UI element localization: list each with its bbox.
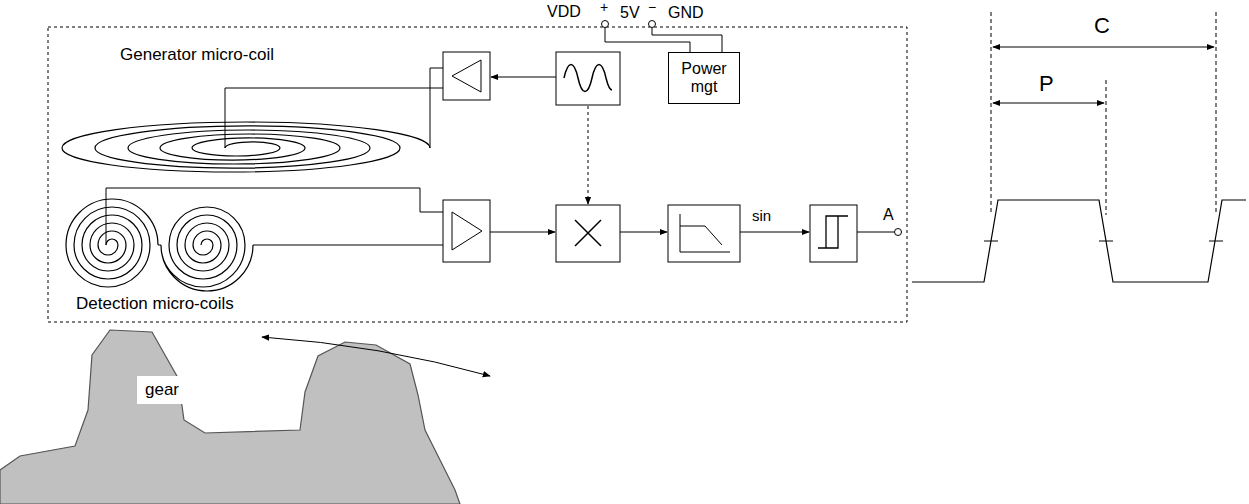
power-wire <box>605 28 690 52</box>
node-text: Power mgt <box>673 60 735 97</box>
pin-name: A <box>883 206 894 224</box>
coil-wire <box>106 188 443 245</box>
power-block: Power mgt <box>668 52 740 104</box>
detection-coil <box>161 207 253 291</box>
comparator-block <box>810 205 857 262</box>
coil-wire <box>253 245 443 246</box>
threshold-ticks <box>984 241 1223 242</box>
polarity-sign: + <box>600 0 608 15</box>
output-terminal <box>895 229 902 236</box>
power-wire <box>652 28 722 52</box>
coil-wire <box>225 88 443 148</box>
signal-name: sin <box>752 208 771 225</box>
period-arrow <box>993 47 1214 48</box>
gear-shape <box>0 330 460 504</box>
dimension-label: C <box>1094 14 1110 38</box>
part-label-box: gear <box>137 376 187 404</box>
pin-name: GND <box>668 4 704 22</box>
oscillator-block <box>556 52 620 105</box>
signal-arrow <box>491 77 556 78</box>
signal-arrow <box>620 232 667 233</box>
signal-arrow <box>490 232 555 233</box>
supply-voltage: 5V <box>620 4 640 22</box>
amplifier-symbol <box>452 60 481 92</box>
coil-wire <box>430 68 443 148</box>
coil-wire <box>158 245 161 246</box>
filter-block <box>668 205 740 262</box>
pulse-arrow <box>993 103 1104 104</box>
signal-arrow <box>740 232 809 233</box>
sensor-housing <box>48 27 907 322</box>
amplifier-symbol <box>452 212 482 250</box>
hysteresis-symbol <box>818 216 848 248</box>
detection-coil <box>66 199 158 287</box>
preamp-block <box>443 200 490 262</box>
dimension-label: P <box>1039 72 1054 96</box>
dimension-lines <box>991 12 1216 215</box>
lowpass-symbol <box>680 214 730 252</box>
node-text: gear <box>145 380 179 400</box>
polarity-sign: − <box>648 0 656 15</box>
output-wire <box>857 232 894 233</box>
sine-symbol <box>564 65 612 92</box>
part-name: Generator micro-coil <box>120 46 274 65</box>
multiplier-symbol <box>575 220 601 246</box>
generator-coil <box>62 122 430 172</box>
pin-name: VDD <box>547 3 581 21</box>
part-name: Detection micro-coils <box>76 295 234 314</box>
output-waveform <box>912 200 1246 282</box>
amplifier-block <box>443 52 490 100</box>
reference-arrow <box>588 106 589 204</box>
vdd-terminal <box>602 21 609 28</box>
gnd-terminal <box>649 21 656 28</box>
motion-arrow <box>262 337 490 376</box>
mixer-block <box>556 205 620 262</box>
